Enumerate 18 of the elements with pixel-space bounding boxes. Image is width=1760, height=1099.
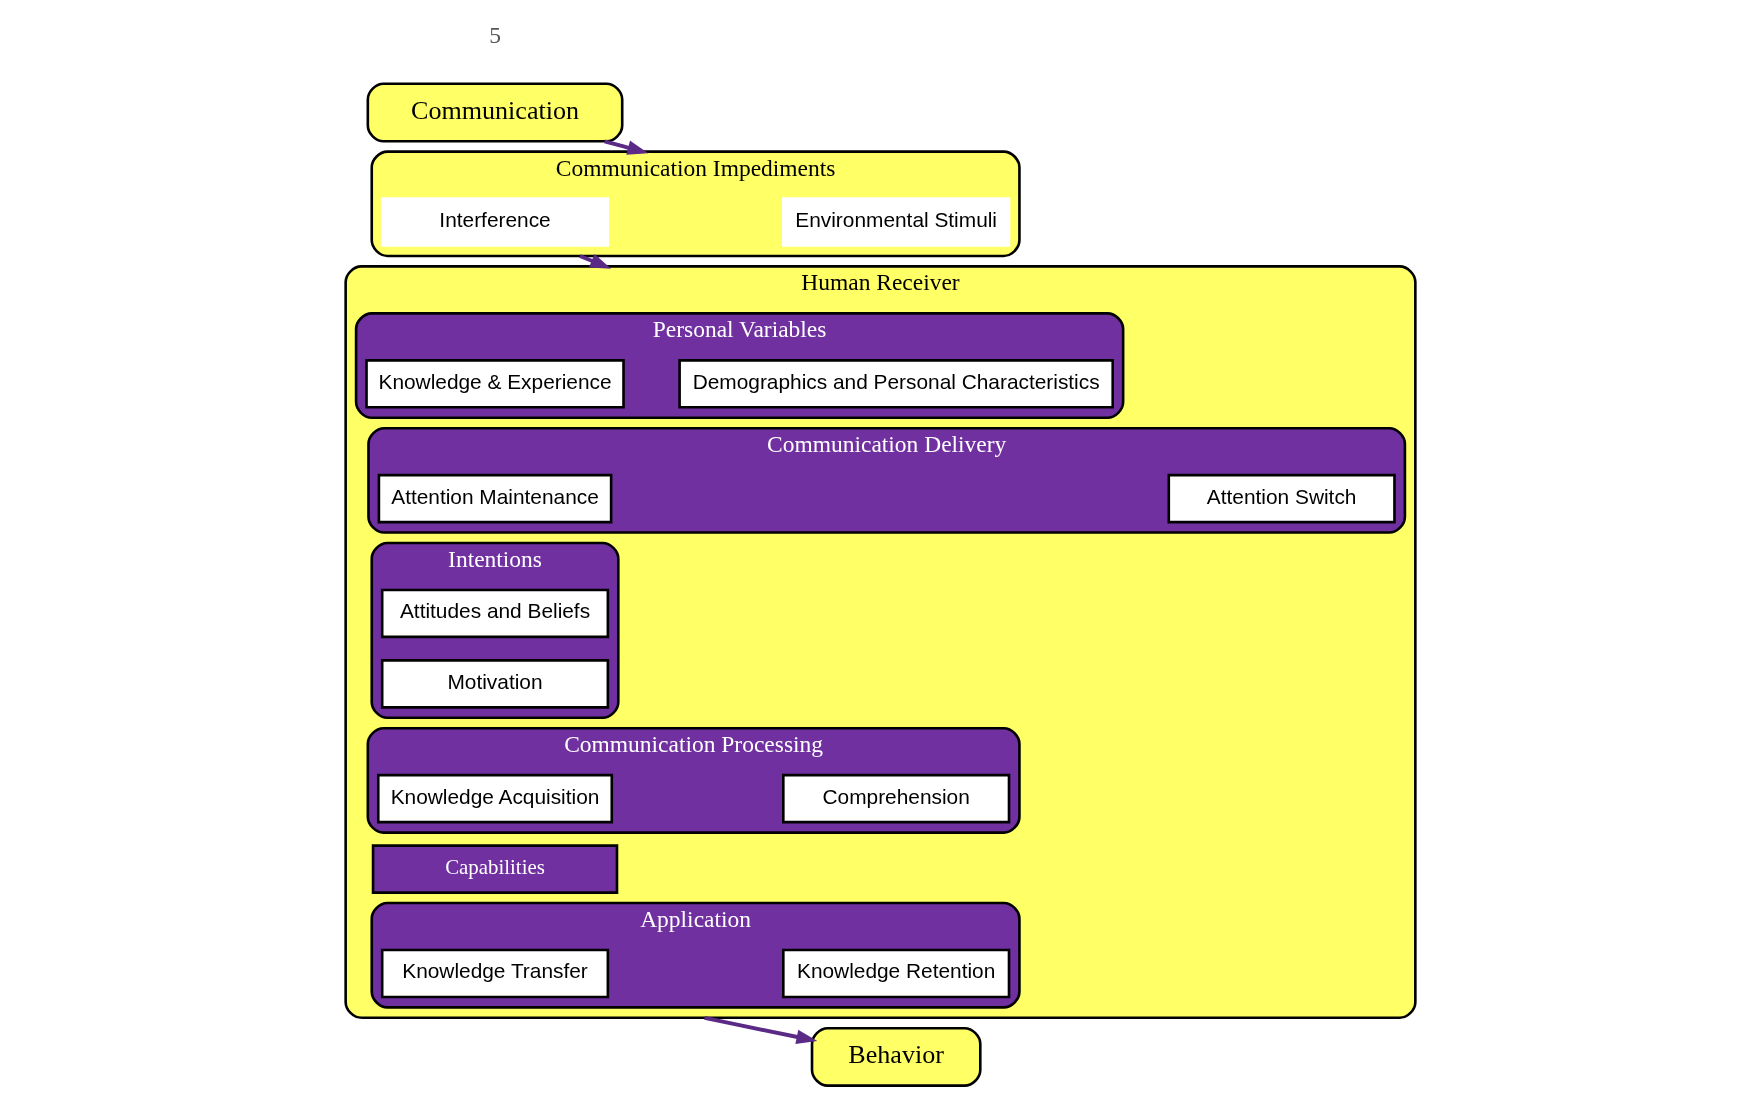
node-box: Communication [366,82,623,143]
node-box: Capabilities [371,844,618,894]
node-box: Attitudes and Beliefs [380,588,609,639]
node-box: Knowledge Acquisition [376,773,613,824]
node-box: Knowledge Transfer [380,948,609,999]
node-box: Demographics and Personal Characteristics [677,359,1114,409]
node-box: Attention Maintenance [377,473,612,524]
node-box: Environmental Stimuli [781,197,1010,247]
node-box: Motivation [380,659,609,709]
arrow [603,139,648,155]
label: 5 [488,21,501,48]
node-box: Interference [380,197,609,247]
node-box: Knowledge & Experience [364,359,625,409]
node-box: Attention Switch [1167,473,1396,524]
node-box: Behavior [810,1026,982,1087]
node-box: Knowledge Retention [781,948,1010,999]
node-box: Comprehension [781,773,1010,824]
arrow [703,1015,817,1045]
